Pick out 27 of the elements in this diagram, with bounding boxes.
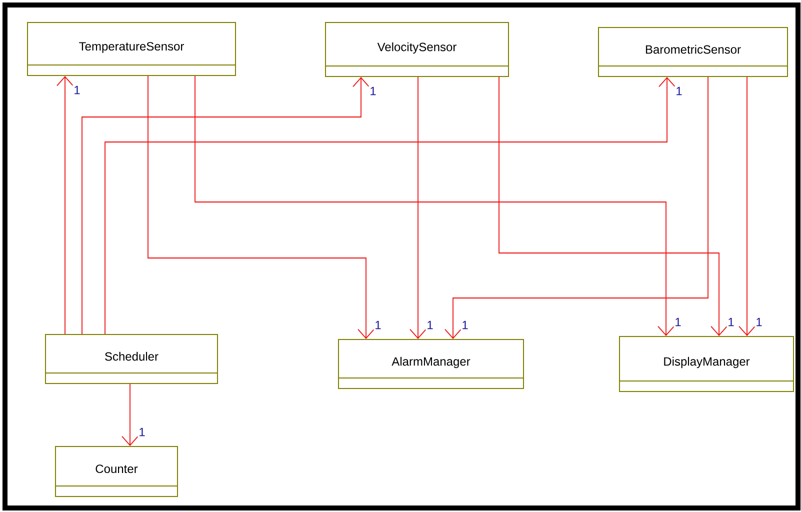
arrow — [738, 76, 756, 336]
multiplicity-label: 1 — [676, 86, 682, 96]
multiplicity-label: 1 — [376, 320, 381, 330]
multiplicity-label: 1 — [462, 320, 468, 330]
arrow — [82, 77, 370, 334]
arrow — [122, 384, 138, 446]
arrow — [148, 76, 374, 339]
class-box: Counter — [54, 446, 178, 497]
multiplicity-label: 1 — [140, 428, 145, 436]
arrow — [56, 76, 74, 334]
class-box: Scheduler — [44, 334, 218, 384]
arrow — [498, 76, 728, 336]
multiplicity-label: 1 — [728, 318, 734, 326]
class-box: DisplayManager — [618, 336, 794, 392]
arrow — [104, 77, 676, 334]
class-box: BarometricSensor — [598, 27, 788, 77]
multiplicity-label: 1 — [676, 318, 681, 326]
class-box: AlarmManager — [338, 339, 524, 389]
multiplicity-label: 1 — [74, 86, 80, 94]
arrow — [410, 76, 426, 339]
arrow — [194, 76, 674, 336]
multiplicity-label: 1 — [370, 86, 376, 96]
arrow — [444, 76, 708, 339]
class-box: VelocitySensor — [324, 22, 510, 77]
multiplicity-label: 1 — [756, 318, 762, 326]
multiplicity-label: 1 — [428, 320, 433, 330]
class-box: TemperatureSensor — [26, 22, 236, 76]
